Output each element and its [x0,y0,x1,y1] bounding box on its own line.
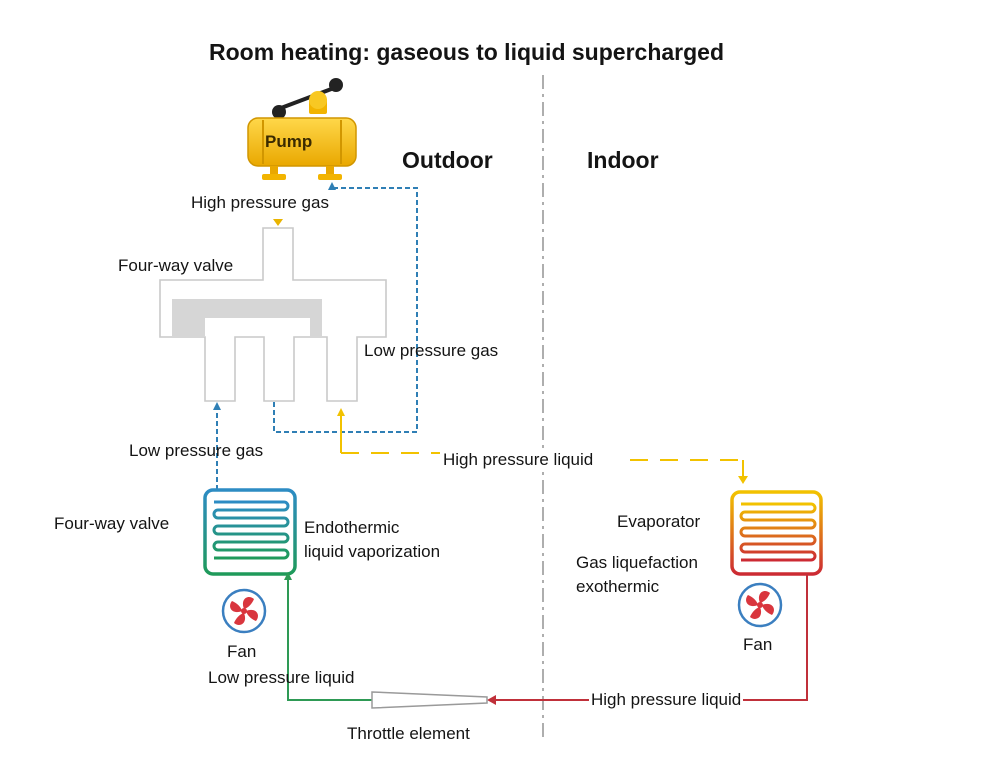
diagram-title: Room heating: gaseous to liquid supercha… [209,39,724,65]
fan-label-right: Fan [743,635,773,654]
arrow-up-icon [284,572,292,580]
high-pressure-liquid-label-top: High pressure liquid [441,450,596,470]
endothermic-label-line1: Endothermic [304,518,400,537]
high-pressure-gas-arrow-icon [273,219,283,226]
zone-outdoor: Outdoor [402,147,493,173]
pump-icon [247,78,357,180]
fan-icon [737,582,783,628]
evaporator-label: Evaporator [617,512,701,531]
throttle-element-icon [371,691,488,709]
indoor-coil-icon [730,490,823,576]
zone-indoor: Indoor [587,147,659,173]
pump-label: Pump [265,132,313,151]
low-pressure-gas-label-right: Low pressure gas [364,341,499,360]
arrow-up-icon [337,408,345,416]
endothermic-label-line2: liquid vaporization [304,542,441,561]
arrow-up-icon [328,182,336,190]
arrow-up-icon [213,402,221,410]
arrow-left-icon [487,695,496,705]
throttle-element-label: Throttle element [347,724,470,743]
high-pressure-gas-label: High pressure gas [191,193,329,212]
high-pressure-liquid-label-bottom: High pressure liquid [589,690,744,710]
low-pressure-gas-label-left: Low pressure gas [129,441,264,460]
low-pressure-liquid-label: Low pressure liquid [208,668,355,687]
four-way-valve-label-top: Four-way valve [118,256,234,275]
outdoor-coil-icon [203,488,297,576]
gas-liquefaction-label-line1: Gas liquefaction [576,553,698,572]
gas-liquefaction-label-line2: exothermic [576,577,660,596]
four-way-valve-label-bottom: Four-way valve [54,514,170,533]
fan-label-left: Fan [227,642,257,661]
low-pressure-gas-line [273,187,418,433]
fan-icon [221,588,267,634]
arrow-down-icon [738,476,748,484]
four-way-valve-icon [159,227,387,402]
low-pressure-liquid-line [287,578,372,701]
